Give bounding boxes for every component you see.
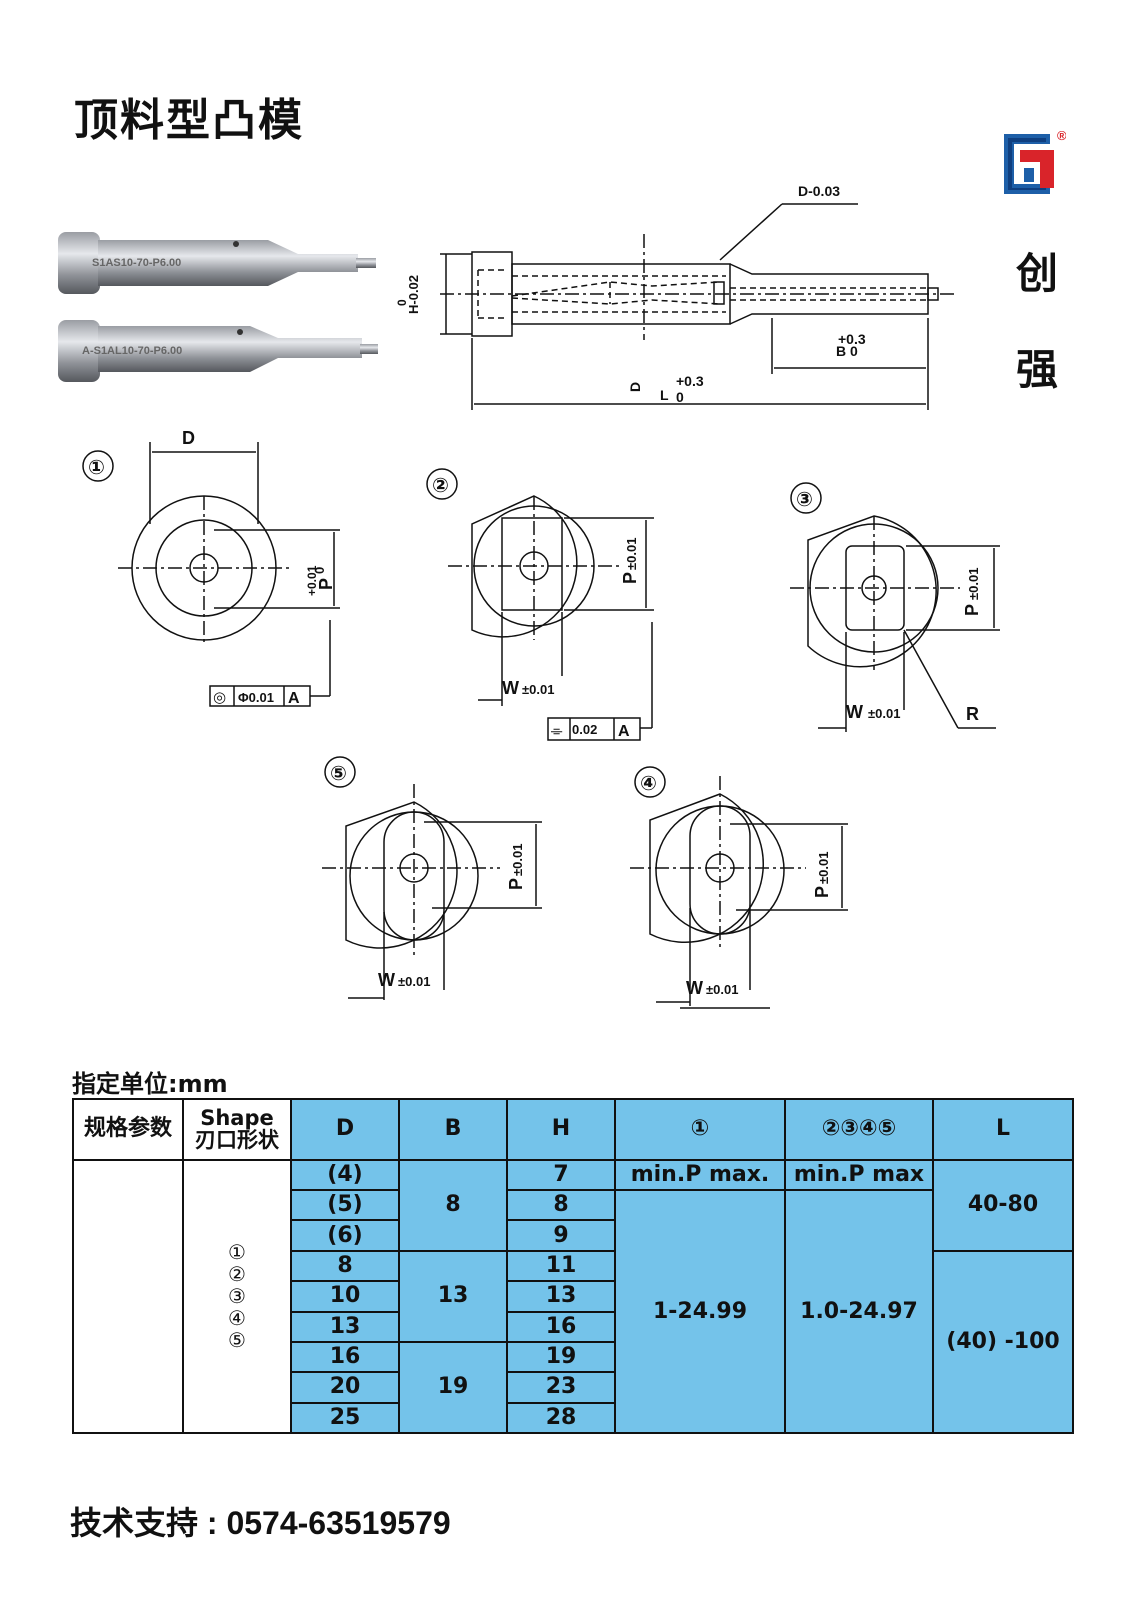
svg-text:±0.01: ±0.01: [398, 974, 430, 989]
shape-3-drawing: [790, 515, 1000, 732]
svg-text:D: D: [182, 428, 195, 448]
d-cell: (5): [290, 1189, 400, 1222]
punch-photo-1: S1AS10-70-P6.00: [58, 232, 376, 294]
tech-support-footer: 技术支持 : 0574-63519579: [70, 1505, 451, 1541]
unit-label: 指定单位:mm: [72, 1070, 228, 1098]
svg-text:③: ③: [796, 489, 813, 511]
d-cell: (4): [290, 1158, 400, 1192]
technical-drawings: D-0.03 H-0.02 0 +0.3 B 0 D +0.3 L 0 ① D …: [82, 183, 1000, 1009]
h-cell: 16: [506, 1310, 616, 1343]
c1-head-cell: min.P max.: [614, 1158, 786, 1192]
brand-char-1: 创: [1016, 249, 1059, 298]
d-cell: 10: [290, 1280, 400, 1313]
svg-text:0: 0: [850, 343, 858, 359]
l-cell: 40-80: [932, 1158, 1074, 1252]
svg-text:+0.3: +0.3: [838, 331, 866, 347]
header-h: H: [506, 1098, 616, 1161]
svg-text:A-S1AL10-70-P6.00: A-S1AL10-70-P6.00: [82, 345, 182, 357]
svg-text:W: W: [846, 702, 863, 722]
svg-text:D-0.03: D-0.03: [798, 183, 840, 199]
svg-text:②: ②: [432, 475, 449, 497]
svg-text:◎: ◎: [213, 689, 226, 706]
svg-text:①: ①: [88, 457, 105, 479]
spec-cell: [72, 1158, 184, 1435]
shape-1-drawing: [118, 442, 340, 707]
header-spec: 规格参数: [72, 1098, 184, 1161]
d-cell: 20: [290, 1371, 400, 1404]
header-b: B: [398, 1098, 508, 1161]
h-cell: 13: [506, 1280, 616, 1313]
svg-text:W: W: [378, 970, 395, 990]
svg-text:0.02: 0.02: [572, 722, 597, 737]
svg-text:B: B: [836, 343, 846, 359]
d-cell: 16: [290, 1340, 400, 1374]
b-cell: 13: [398, 1249, 508, 1343]
svg-text:0: 0: [676, 389, 684, 405]
svg-text:+0.01: +0.01: [305, 565, 319, 596]
svg-text:L: L: [660, 387, 669, 403]
svg-text:⑤: ⑤: [330, 763, 347, 785]
d-cell: 25: [290, 1401, 400, 1435]
svg-text:®: ®: [1057, 128, 1066, 143]
brand-char-2: 强: [1016, 345, 1059, 394]
svg-text:±0.01: ±0.01: [522, 682, 554, 697]
shape-5-drawing: [322, 784, 542, 1000]
h-cell: 23: [506, 1371, 616, 1404]
svg-text:±0.01: ±0.01: [966, 568, 981, 600]
d-cell: 13: [290, 1310, 400, 1343]
header-l: L: [932, 1098, 1074, 1161]
d-cell: 8: [290, 1249, 400, 1283]
svg-text:0: 0: [312, 567, 327, 574]
svg-text:D: D: [627, 382, 643, 392]
punch-photo-2: A-S1AL10-70-P6.00: [58, 320, 378, 382]
l-cell: (40) -100: [932, 1249, 1074, 1435]
svg-text:P: P: [506, 878, 526, 890]
c2-range-cell: 1.0-24.97: [784, 1189, 934, 1434]
svg-text:⌯: ⌯: [551, 722, 563, 738]
side-view-drawing: [440, 203, 958, 410]
c1-range-cell: 1-24.99: [614, 1189, 786, 1434]
svg-text:P: P: [316, 578, 336, 590]
svg-text:+0.3: +0.3: [676, 373, 704, 389]
svg-text:±0.01: ±0.01: [868, 706, 900, 721]
brand-logo-icon: ®: [1004, 128, 1066, 194]
svg-text:A: A: [288, 690, 300, 707]
svg-text:0: 0: [395, 299, 409, 306]
header-d: D: [290, 1098, 400, 1161]
svg-text:H-0.02: H-0.02: [406, 275, 421, 314]
svg-text:W: W: [502, 678, 519, 698]
svg-text:±0.01: ±0.01: [624, 538, 639, 570]
h-cell: 7: [506, 1158, 616, 1192]
svg-text:±0.01: ±0.01: [706, 982, 738, 997]
b-cell: 19: [398, 1340, 508, 1435]
svg-text:P: P: [620, 572, 640, 584]
h-cell: 8: [506, 1189, 616, 1222]
svg-text:④: ④: [640, 773, 657, 795]
page-title: 顶料型凸模: [74, 95, 304, 146]
h-cell: 9: [506, 1219, 616, 1252]
h-cell: 28: [506, 1401, 616, 1435]
svg-text:P: P: [812, 886, 832, 898]
shape-2-drawing: [448, 495, 654, 741]
b-cell: 8: [398, 1158, 508, 1252]
svg-text:W: W: [686, 978, 703, 998]
header-shape-2-5: ②③④⑤: [784, 1098, 934, 1161]
product-photos: S1AS10-70-P6.00 A-S1AL10-70-P6.00: [58, 232, 378, 382]
svg-text:S1AS10-70-P6.00: S1AS10-70-P6.00: [92, 257, 181, 269]
shape-4-drawing: [630, 776, 848, 1009]
svg-text:A: A: [618, 723, 630, 740]
header-shape-1: ①: [614, 1098, 786, 1161]
c2-head-cell: min.P max: [784, 1158, 934, 1192]
h-cell: 11: [506, 1249, 616, 1283]
d-cell: (6): [290, 1219, 400, 1252]
svg-text:P: P: [962, 604, 982, 616]
svg-text:±0.01: ±0.01: [816, 852, 831, 884]
svg-text:R: R: [966, 704, 979, 724]
svg-text:Φ0.01: Φ0.01: [238, 690, 274, 705]
h-cell: 19: [506, 1340, 616, 1374]
svg-text:±0.01: ±0.01: [510, 844, 525, 876]
